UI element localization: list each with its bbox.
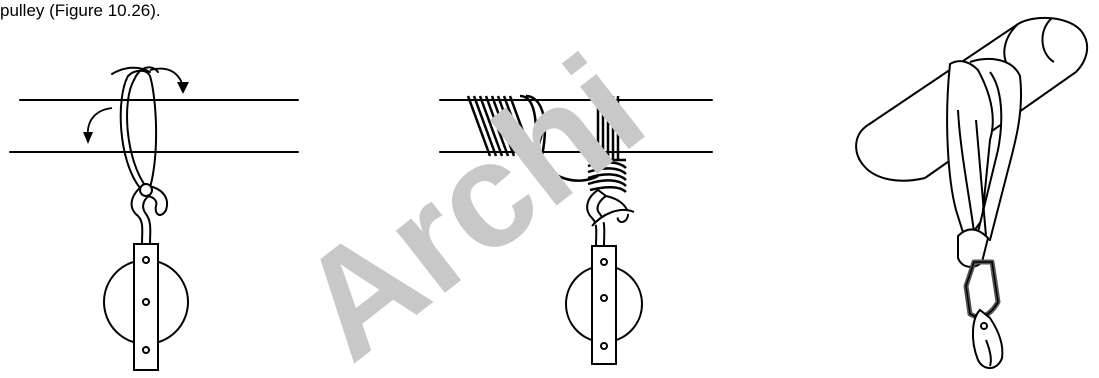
rope-loop-icon (121, 71, 156, 188)
figure-sling-shackle (840, 0, 1099, 378)
snap-hook-icon (973, 310, 1002, 368)
watermark: Archi (250, 0, 730, 290)
sling-icon (947, 59, 1021, 267)
hook-icon (132, 184, 167, 244)
pulley-block-icon (104, 244, 188, 370)
